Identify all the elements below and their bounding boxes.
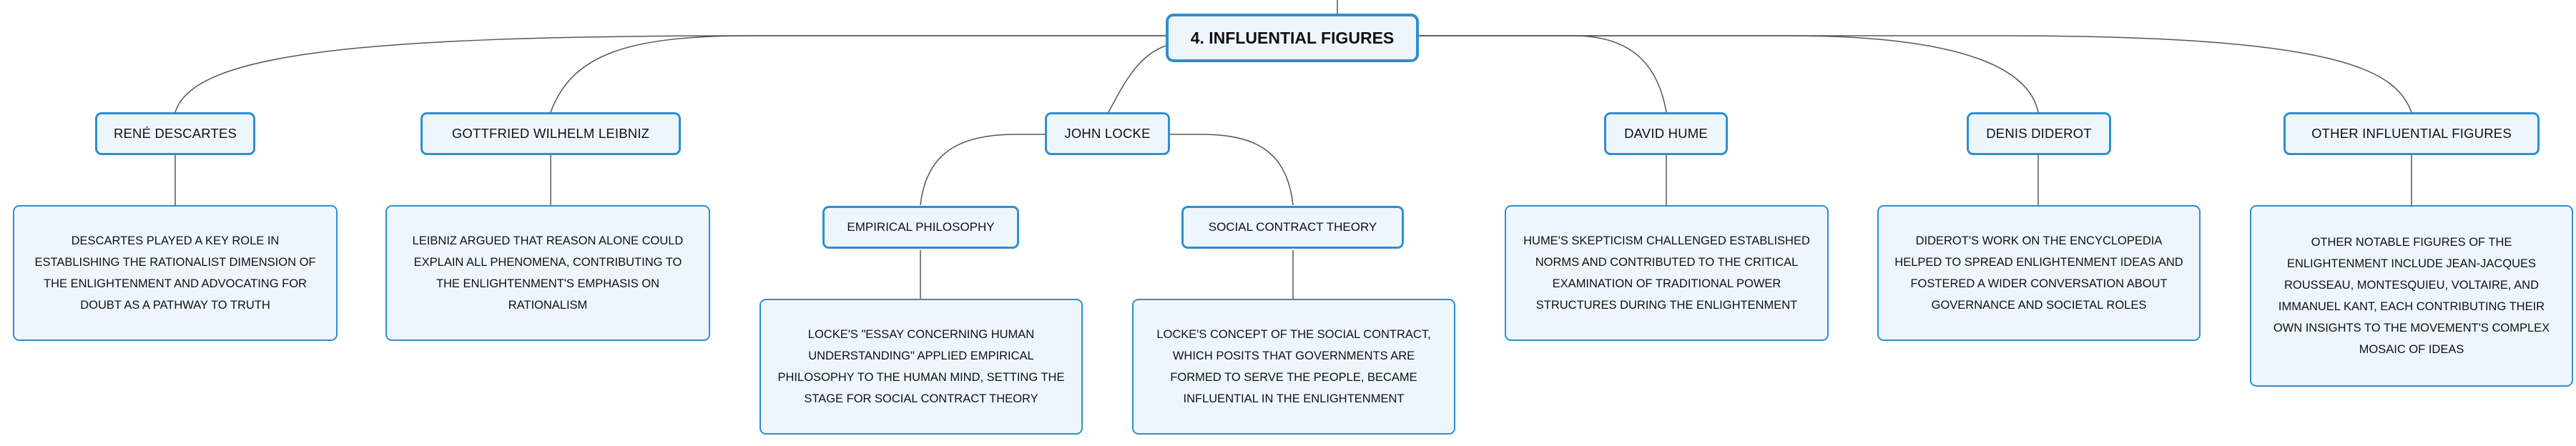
connector-locke-social — [1170, 134, 1294, 206]
connector-root-diderot — [1419, 35, 2039, 113]
connector-locke-empirical — [920, 134, 1045, 206]
topic-other-influential-figures[interactable]: OTHER INFLUENTIAL FIGURES — [2284, 112, 2540, 155]
description-denis-diderot[interactable]: DIDEROT'S WORK ON THE ENCYCLOPEDIA HELPE… — [1877, 205, 2201, 341]
description-other-influential-figures[interactable]: OTHER NOTABLE FIGURES OF THE ENLIGHTENME… — [2250, 205, 2573, 387]
description-social-contract-theory[interactable]: LOCKE'S CONCEPT OF THE SOCIAL CONTRACT, … — [1132, 299, 1455, 435]
connector-root-leibniz — [550, 35, 1166, 113]
description-rene-descartes[interactable]: DESCARTES PLAYED A KEY ROLE IN ESTABLISH… — [13, 205, 338, 341]
connector-root-hume — [1419, 35, 1667, 113]
connector-root-other — [1419, 35, 2412, 113]
subtopic-empirical-philosophy[interactable]: EMPIRICAL PHILOSOPHY — [822, 206, 1019, 249]
description-empirical-philosophy[interactable]: LOCKE'S "ESSAY CONCERNING HUMAN UNDERSTA… — [759, 299, 1083, 435]
subtopic-social-contract-theory[interactable]: SOCIAL CONTRACT THEORY — [1181, 206, 1404, 249]
description-gottfried-wilhelm-leibniz[interactable]: LEIBNIZ ARGUED THAT REASON ALONE COULD E… — [385, 205, 710, 341]
topic-gottfried-wilhelm-leibniz[interactable]: GOTTFRIED WILHELM LEIBNIZ — [421, 112, 681, 155]
description-david-hume[interactable]: HUME'S SKEPTICISM CHALLENGED ESTABLISHED… — [1505, 205, 1829, 341]
topic-denis-diderot[interactable]: DENIS DIDEROT — [1967, 112, 2111, 155]
topic-john-locke[interactable]: JOHN LOCKE — [1045, 112, 1170, 155]
root-topic[interactable]: 4. INFLUENTIAL FIGURES — [1166, 14, 1419, 62]
connector-root-descartes — [174, 35, 1166, 113]
topic-david-hume[interactable]: DAVID HUME — [1604, 112, 1728, 155]
topic-rene-descartes[interactable]: RENÉ DESCARTES — [95, 112, 255, 155]
connector-root-locke — [1108, 45, 1166, 113]
